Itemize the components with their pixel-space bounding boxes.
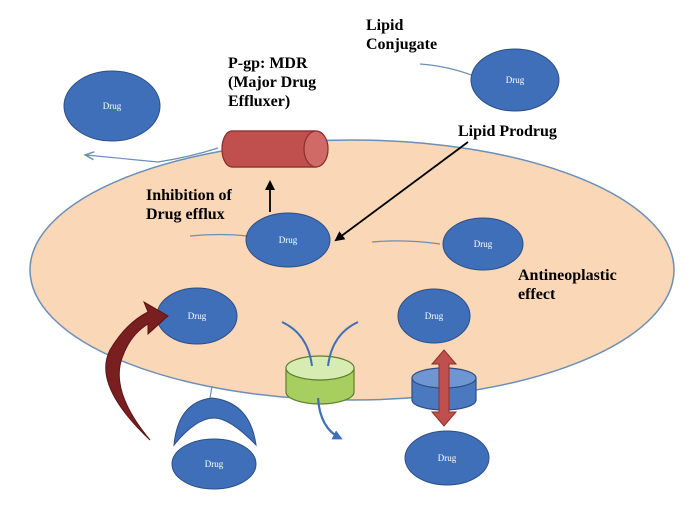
efflux-arrow-line xyxy=(157,147,219,163)
drug-label: Drug xyxy=(506,75,525,85)
drug-lipid-conjugate xyxy=(470,48,560,112)
drug-label: Drug xyxy=(103,101,122,111)
right-drug-tail xyxy=(371,240,441,245)
drug-label: Drug xyxy=(438,453,457,463)
lipid-prodrug-arrow xyxy=(334,141,469,242)
drug-label: Drug xyxy=(279,235,298,245)
drug-bottom-right xyxy=(404,430,490,486)
label-lipid-prodrug: Lipid Prodrug xyxy=(458,123,557,140)
channel-inflow-right xyxy=(327,321,359,367)
bidirectional-arrow xyxy=(430,349,458,427)
drug-label: Drug xyxy=(205,459,224,469)
vesicle-tether xyxy=(209,385,213,399)
efflux-arrow xyxy=(86,155,159,163)
lipid-conjugate-tail xyxy=(419,63,475,77)
label-lipid-conjugate: Lipid Conjugate xyxy=(366,17,438,53)
drug-central xyxy=(245,212,331,268)
channel-inflow-left xyxy=(281,321,313,367)
membrane-channel xyxy=(285,355,355,405)
drug-lower-right xyxy=(397,288,471,344)
drug-outer-topleft xyxy=(63,70,161,142)
label-antineoplastic: Antineoplastic effect xyxy=(518,267,617,303)
endocytic-vesicle xyxy=(173,397,257,447)
drug-right xyxy=(442,217,524,271)
drug-bottom-left xyxy=(171,438,257,490)
drug-label: Drug xyxy=(188,311,207,321)
channel-outflow xyxy=(316,397,343,440)
drug-label: Drug xyxy=(425,311,444,321)
endocytosis-arrow xyxy=(105,300,169,441)
label-inhibition: Inhibition of Drug efflux xyxy=(146,187,232,223)
label-pgp-mdr: P-gp: MDR (Major Drug Effluxer) xyxy=(228,55,317,110)
central-drug-tail xyxy=(189,233,249,237)
pgp-pump xyxy=(221,130,329,168)
drug-label: Drug xyxy=(474,239,493,249)
